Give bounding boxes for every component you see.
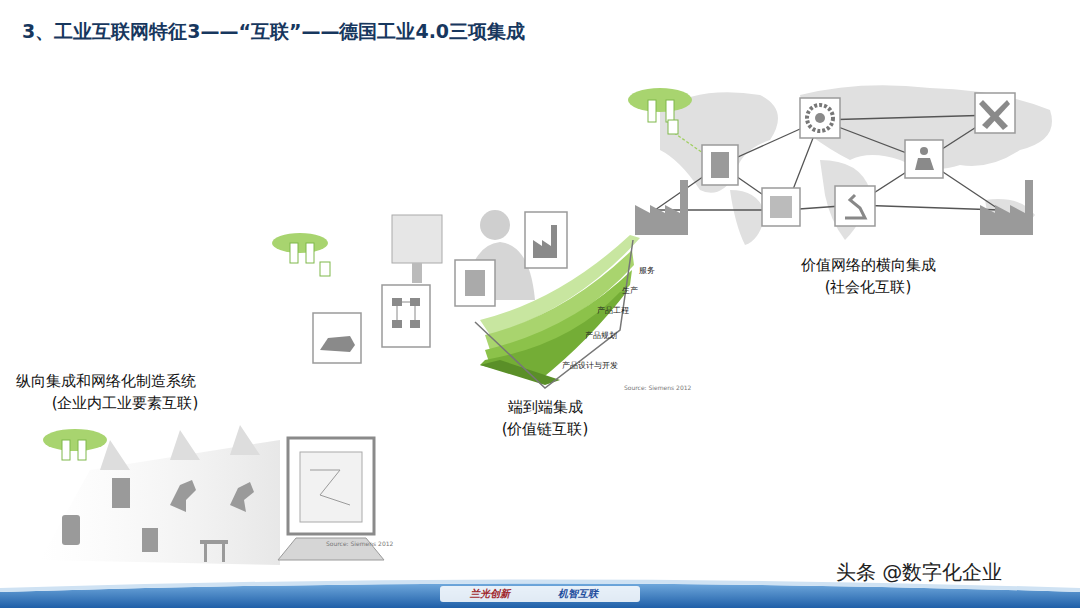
watermark: 头条 @数字化企业 bbox=[836, 560, 1002, 584]
chevron-label: 产品工程 bbox=[597, 306, 629, 316]
source-note: Source: Siemens 2012 bbox=[624, 384, 691, 391]
chain-icon-symbols bbox=[320, 225, 557, 352]
factory-floor bbox=[40, 425, 280, 565]
icon-symbols bbox=[711, 100, 1010, 218]
caption: 纵向集成和网络化制造系统 bbox=[16, 372, 196, 390]
chevron-label: 服务 bbox=[639, 266, 655, 276]
chevron-label: 生产 bbox=[622, 286, 638, 296]
caption: (社会化互联) bbox=[825, 278, 912, 296]
slide-title: 3、工业互联网特征3——“互联”——德国工业4.0三项集成 bbox=[22, 20, 525, 43]
chain-icon-boxes bbox=[313, 212, 567, 363]
chevron-label: 产品规划 bbox=[585, 331, 617, 341]
world-map bbox=[660, 85, 1052, 245]
source-note: Source: Siemens 2012 bbox=[326, 540, 393, 547]
logo-text: 兰光创新 bbox=[470, 588, 510, 600]
icon-boxes bbox=[702, 93, 1015, 226]
caption: (价值链互联) bbox=[502, 420, 589, 438]
caption: (企业内工业要素互联) bbox=[52, 394, 199, 412]
caption: 端到端集成 bbox=[508, 398, 583, 416]
caption: 价值网络的横向集成 bbox=[801, 256, 936, 274]
logo-text: 机智互联 bbox=[558, 588, 598, 600]
cloud-gripper bbox=[628, 88, 692, 134]
factories bbox=[635, 180, 1033, 235]
chevron-label: 产品设计与开发 bbox=[562, 361, 618, 371]
